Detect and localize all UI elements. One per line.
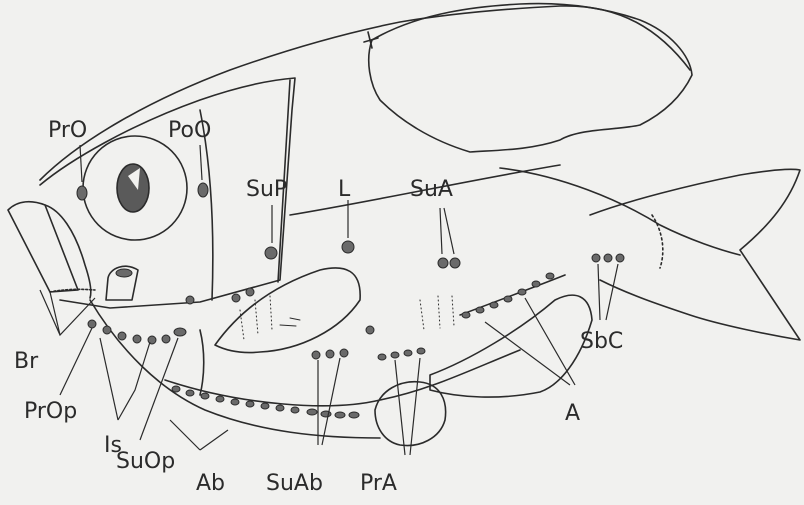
anal-photophore-2 [476,307,484,313]
abdominal-photophore-6 [246,401,254,407]
abdominal-photophore-3 [201,393,209,399]
label-preorbital: PrO [48,118,87,143]
preanal-photophore-2 [391,352,399,358]
label-supra-anal: SuA [410,177,453,202]
isthmus-photophore-2 [133,335,141,343]
abdominal-photophore-10 [307,409,317,415]
subcaudal-photophore-2 [604,254,612,262]
subcaudal-photophore-1 [592,254,600,262]
eye-pupil [117,164,149,212]
label-branchiostegal: Br [14,349,39,374]
supra-anal-photophore-1 [438,258,448,268]
abdominal-photophore-4 [216,396,224,402]
label-anal: A [565,401,580,426]
supra-abdominal-photophore-4 [366,326,374,334]
caudal-peduncle-top [500,168,740,255]
abdominal-photophore-2 [186,390,194,396]
pectoral-fin [215,268,360,353]
supra-abdominal-photophore-3 [340,349,348,357]
pra-pointer [395,358,420,455]
jaw-outline [8,202,78,292]
supra-anal-dotted [420,296,454,330]
isthmus-photophore-4 [162,335,170,343]
isthmus-photophore-1 [118,332,126,340]
br-pointer [40,290,95,335]
anal-photophore-1 [462,312,470,318]
lateral-photophore [342,241,354,253]
label-suprapectoral: SuP [246,177,287,202]
supra-abdominal-photophore-1 [312,351,320,359]
label-supra-abdominal: SuAb [266,471,323,496]
preopercular-photophore-1 [88,320,96,328]
abdominal-photophore-7 [261,403,269,409]
abdominal-photophore-11 [321,411,331,417]
abdominal-photophore-8 [276,405,284,411]
label-subopercular: SuOp [116,449,175,474]
preanal-photophore-4 [417,348,425,354]
supra-anal-photophore-2 [450,258,460,268]
dorsal-fin-spine [364,32,378,48]
label-subcaudal: SbC [580,329,623,354]
subcaudal-photophore-3 [616,254,624,262]
ventral-plate [200,330,204,395]
anal-photophore-4 [504,296,512,302]
sbc-pointer [598,264,618,320]
anal-fin [430,295,592,397]
body-dorsal-outline [40,6,690,180]
label-lateral: L [338,177,351,202]
pectoral-photophore-1 [232,294,240,302]
poo-pointer [200,145,202,180]
suprapectoral-photophore [265,247,277,259]
anal-photophore-7 [546,273,554,279]
preorbital-photophore [77,186,87,200]
prop-pointer [60,328,92,395]
anal-photophore-3 [490,302,498,308]
subopercular-photophore [174,328,186,336]
supra-abdominal-photophore-2 [326,350,334,358]
pectoral-photophore-2 [246,288,254,296]
label-preanal: PrA [360,471,397,496]
label-preopercular: PrOp [24,399,77,424]
suborbital-photophore [116,269,132,277]
abdominal-photophore-9 [291,407,299,413]
abdominal-photophore-12 [335,412,345,418]
pectoral-fin-rays [280,318,300,326]
abdominal-photophore-5 [231,399,239,405]
label-abdominal: Ab [196,471,225,496]
label-postorbital: PoO [168,118,211,143]
sua-pointer [440,208,454,254]
preanal-photophore-1 [378,354,386,360]
anal-photophore-5 [518,289,526,295]
preopercular-photophore-2 [103,326,111,334]
ab-pointer [170,420,228,450]
abdominal-photophore-13 [349,412,359,418]
postorbital-photophore [198,183,208,197]
suab-pointer [318,358,340,445]
anal-photophore-6 [532,281,540,287]
pectoral-photophore-3 [186,296,194,304]
abdominal-photophore-1 [172,386,180,392]
is-pointer [100,338,150,420]
pro-pointer [80,145,82,182]
preanal-photophore-3 [404,350,412,356]
lower-jaw [45,205,91,298]
